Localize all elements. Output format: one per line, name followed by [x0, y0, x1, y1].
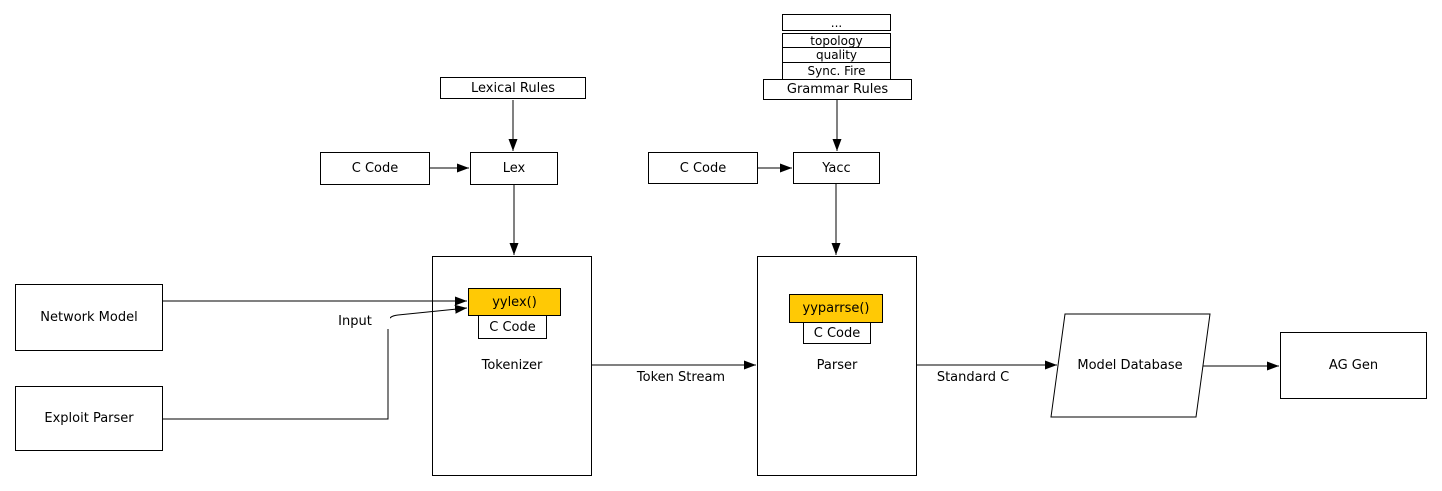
node-tokenizer-c-code: C Code [478, 315, 547, 339]
node-yacc: Yacc [793, 152, 880, 184]
node-yylex: yylex() [468, 288, 561, 316]
node-parser-container [757, 256, 917, 476]
node-grammar-rules: Grammar Rules [763, 79, 912, 100]
tokenizer-label: Tokenizer [481, 358, 543, 373]
node-yyparse: yyparrse() [789, 294, 883, 323]
node-c-code-yacc: C Code [648, 152, 758, 184]
edge-label-token-stream: Token Stream [631, 370, 731, 385]
edge-label-standard-c: Standard C [927, 370, 1019, 385]
edge-exploit-parser-to-yylex [163, 304, 468, 420]
parser-label: Parser [816, 358, 858, 373]
edge-label-input: Input [320, 314, 390, 329]
node-lex: Lex [470, 152, 558, 185]
node-c-code-lex: C Code [320, 152, 430, 185]
node-network-model: Network Model [15, 284, 163, 351]
stack-row-topology: topology [782, 33, 891, 48]
node-ag-gen: AG Gen [1280, 332, 1427, 399]
stack-row-quality: quality [782, 47, 891, 63]
stack-row-sync-fire: Sync. Fire [782, 62, 891, 80]
stack-row-ellipsis: ... [782, 14, 891, 31]
node-lexical-rules: Lexical Rules [440, 77, 586, 99]
node-exploit-parser: Exploit Parser [15, 386, 163, 451]
node-tokenizer-container [432, 256, 592, 476]
node-parser-c-code: C Code [803, 322, 871, 344]
model-database-shape [1050, 313, 1211, 418]
model-database-label: Model Database [1077, 358, 1183, 373]
